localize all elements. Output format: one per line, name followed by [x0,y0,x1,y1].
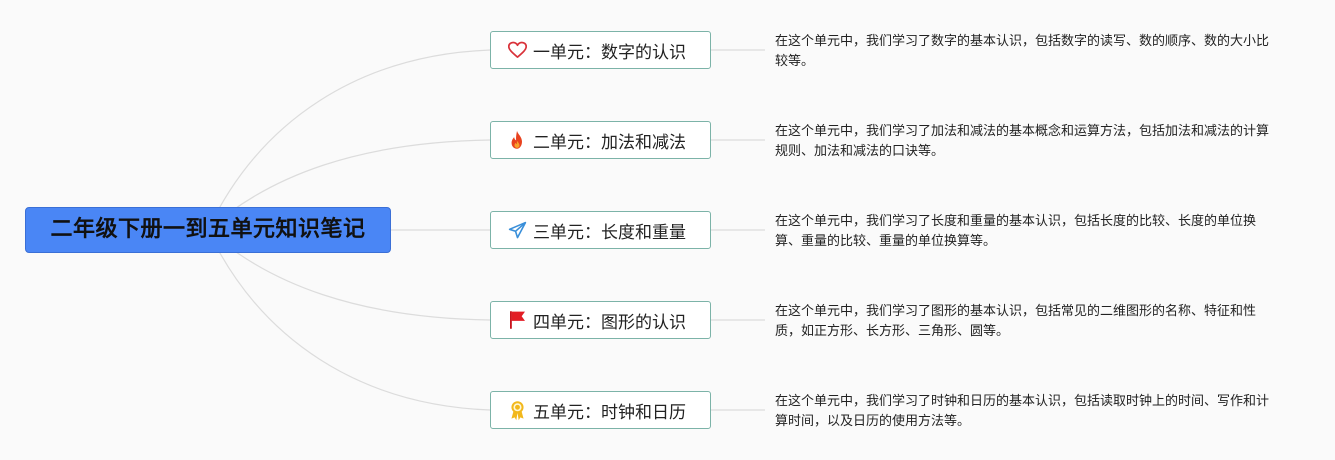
award-medal-icon [507,400,527,420]
note-4: 在这个单元中，我们学习了图形的基本认识，包括常见的二维图形的名称、特征和性质，如… [775,304,1257,339]
connector-root-branch-5 [207,229,491,411]
note-3: 在这个单元中，我们学习了长度和重量的基本认识，包括长度的比较、长度的单位换算、重… [775,214,1257,249]
branch-topic-5[interactable]: 五单元：时钟和日历 [490,391,711,429]
paper-plane-icon [507,220,527,240]
root-topic[interactable]: 二年级下册一到五单元知识笔记 [25,207,391,253]
branch-label-5: 五单元：时钟和日历 [533,402,686,423]
branch-topic-2[interactable]: 二单元：加法和减法 [490,121,711,159]
branch-label-3: 三单元：长度和重量 [533,222,686,243]
branch-topic-3[interactable]: 三单元：长度和重量 [490,211,711,249]
branch-label-2: 二单元：加法和减法 [533,132,686,153]
note-1: 在这个单元中，我们学习了数字的基本认识，包括数字的读写、数的顺序、数的大小比较等… [775,34,1270,69]
branch-label-4: 四单元：图形的认识 [533,312,686,333]
branch-topic-1[interactable]: 一单元：数字的认识 [490,31,711,69]
note-5: 在这个单元中，我们学习了时钟和日历的基本认识，包括读取时钟上的时间、写作和计算时… [775,394,1270,429]
note-2: 在这个单元中，我们学习了加法和减法的基本概念和运算方法，包括加法和减法的计算规则… [775,124,1270,159]
flag-icon [507,310,527,330]
branch-label-1: 一单元：数字的认识 [533,42,686,63]
connector-root-branch-1 [207,49,491,231]
heart-icon [507,40,527,60]
fire-icon [507,130,527,150]
branch-topic-4[interactable]: 四单元：图形的认识 [490,301,711,339]
